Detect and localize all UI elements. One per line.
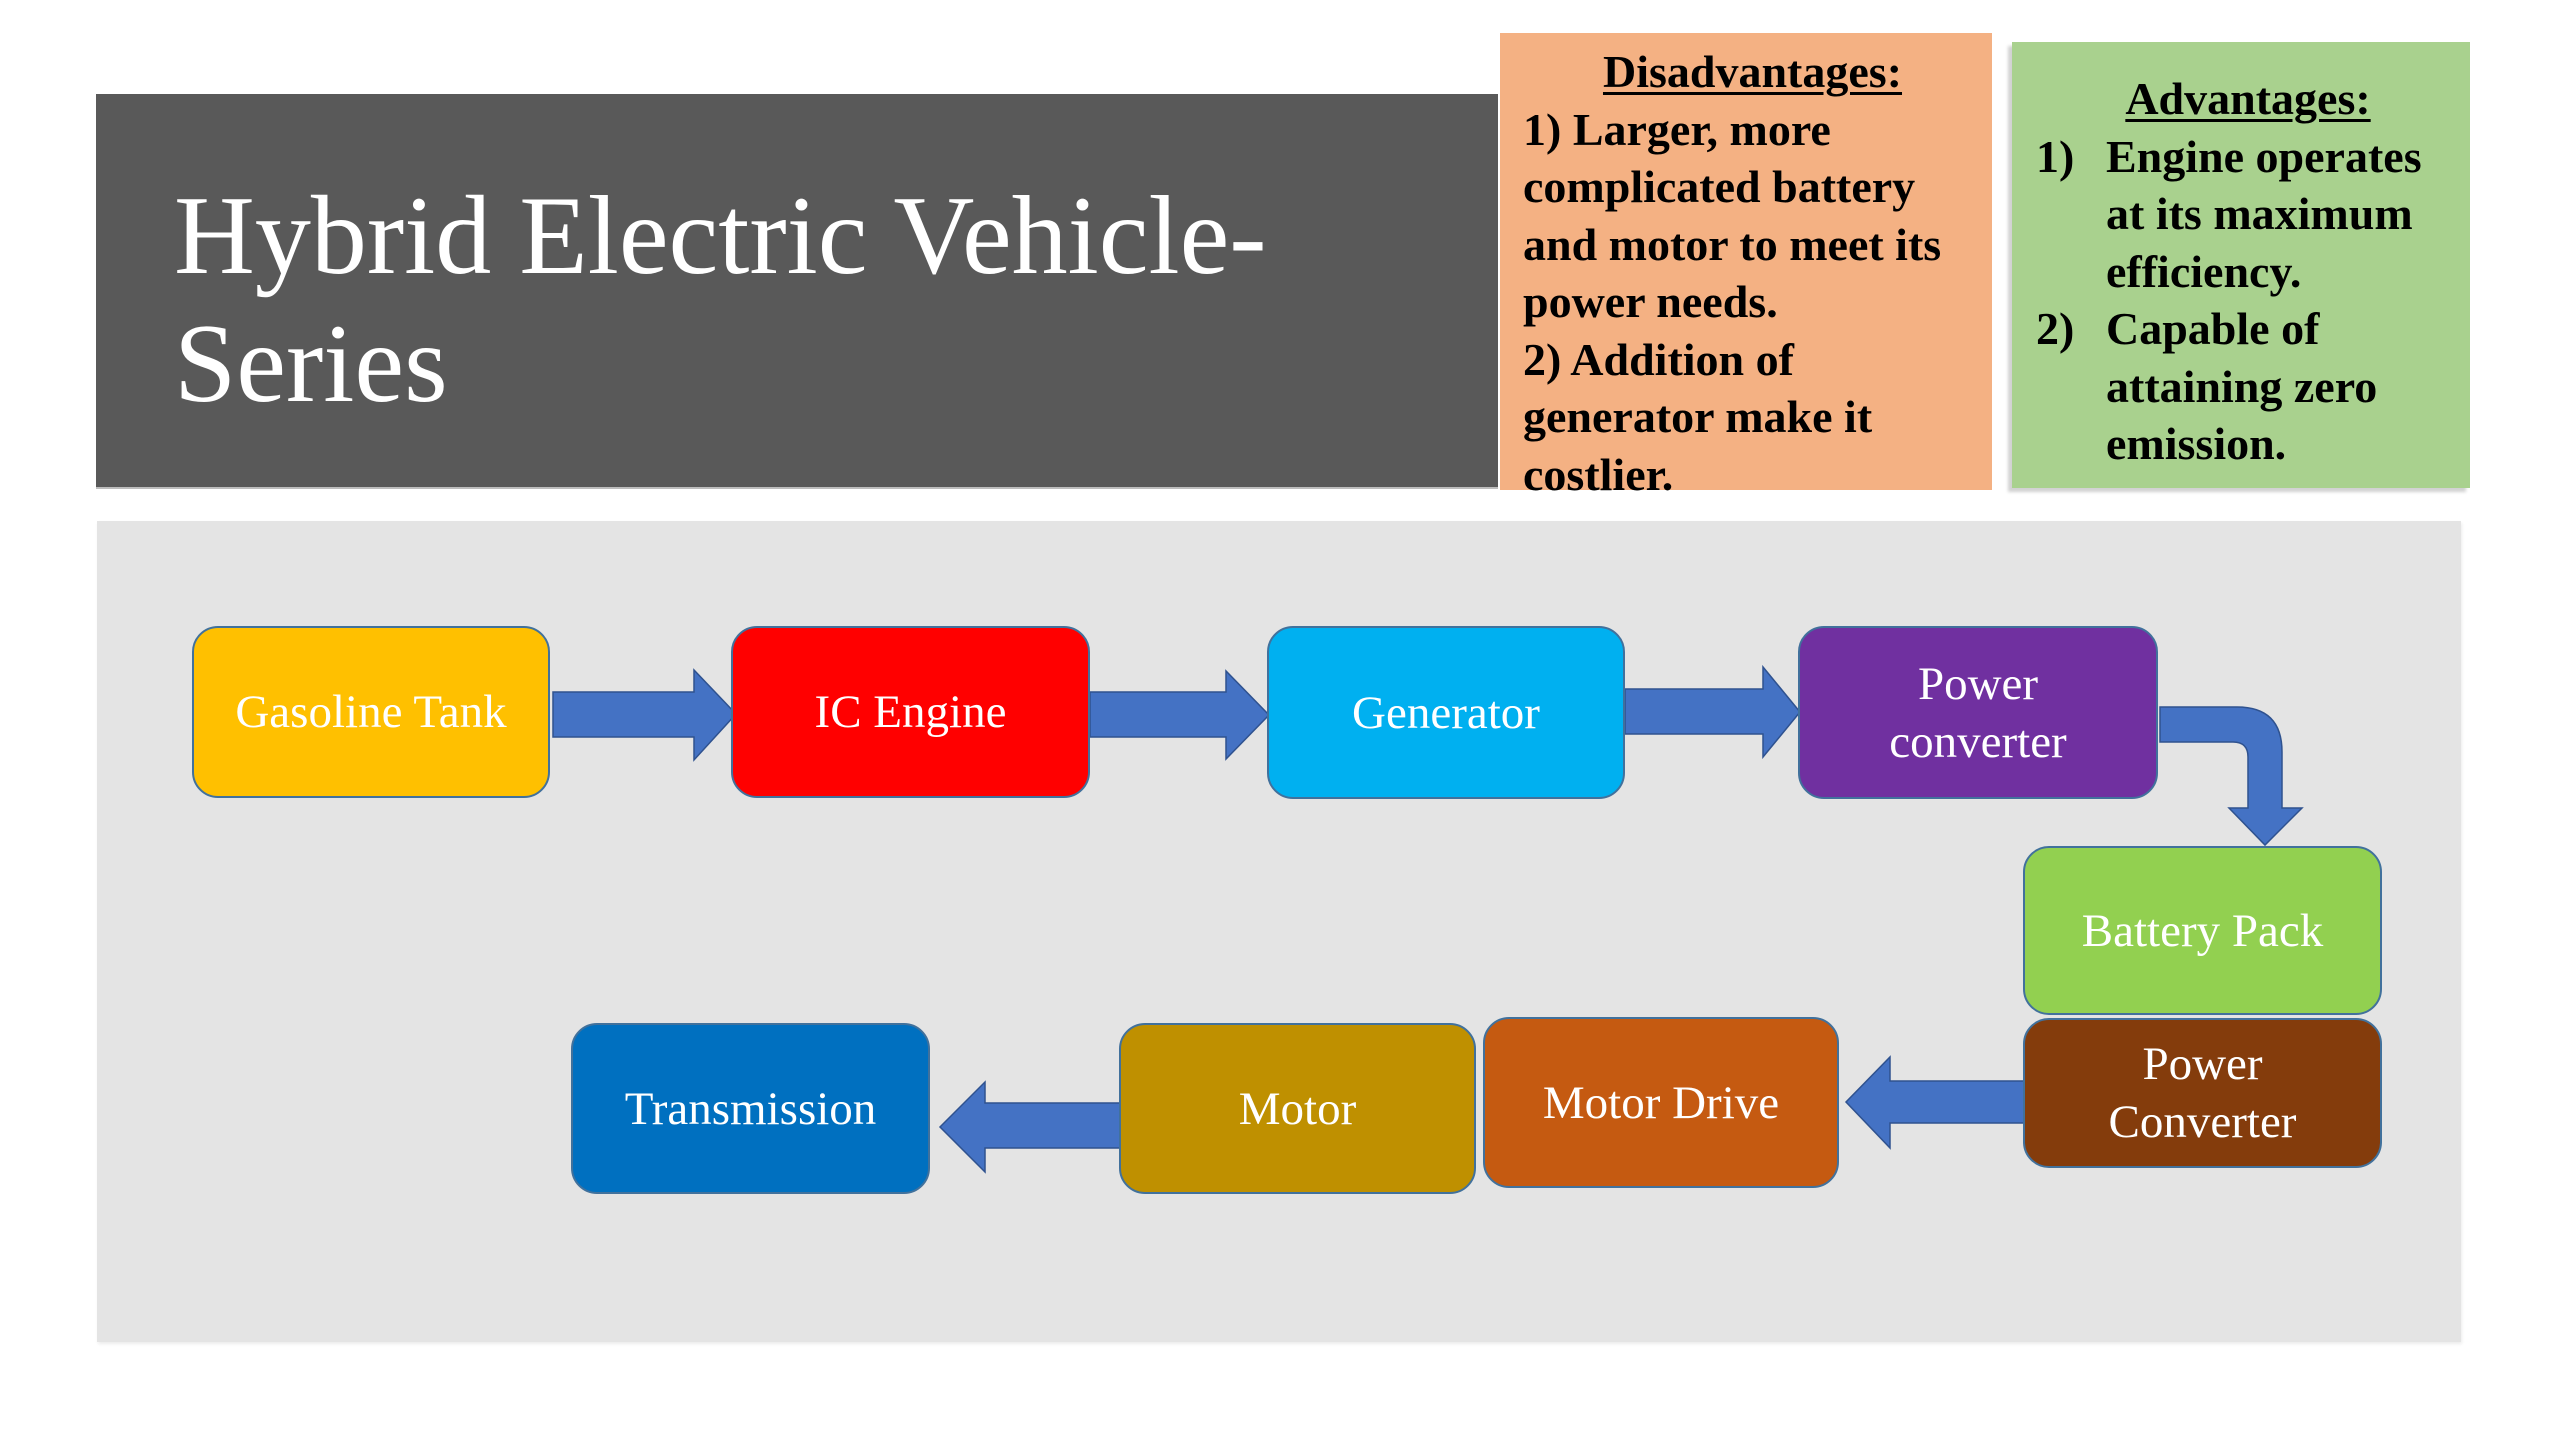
title-banner: Hybrid Electric Vehicle- Series (96, 94, 1498, 489)
node-label: Power Converter (2108, 1038, 2297, 1148)
node-label: Motor (1238, 1082, 1357, 1135)
node-power-converter-2: Power Converter (2023, 1018, 2382, 1168)
arrow-left-icon (938, 1080, 1122, 1174)
node-generator: Generator (1267, 626, 1625, 799)
node-label: Gasoline Tank (235, 686, 507, 738)
arrow-right-icon (1089, 669, 1271, 761)
disadvantage-item: 2) Addition of generator make it costlie… (1523, 333, 1873, 500)
node-label: IC Engine (814, 686, 1007, 738)
node-battery-pack: Battery Pack (2023, 846, 2382, 1015)
node-transmission: Transmission (571, 1023, 930, 1194)
node-motor: Motor (1119, 1023, 1476, 1194)
node-motor-drive: Motor Drive (1483, 1017, 1839, 1188)
disadvantages-box: Disadvantages: 1) Larger, more complicat… (1500, 33, 1992, 500)
disadvantages-heading: Disadvantages: (1602, 46, 1903, 97)
node-ic-engine: IC Engine (731, 626, 1090, 798)
node-label: Battery Pack (2081, 904, 2324, 957)
advantage-text: Capable of attaining zero emission. (2106, 303, 2378, 469)
advantages-heading: Advantages: (2125, 73, 2371, 124)
node-label: Motor Drive (1542, 1076, 1780, 1129)
node-power-converter-1: Power converter (1798, 626, 2158, 799)
arrow-right-icon (552, 668, 738, 762)
advantage-item: 1) Engine operates at its maximum effici… (2036, 128, 2460, 301)
arrow-left-icon (1844, 1055, 2026, 1150)
advantage-item: 2) Capable of attaining zero emission. (2036, 300, 2460, 473)
node-label: Power converter (1889, 657, 2067, 768)
slide-title: Hybrid Electric Vehicle- Series (174, 174, 1267, 426)
node-label: Generator (1352, 686, 1540, 739)
node-label: Transmission (624, 1082, 877, 1135)
advantage-number: 2) (2036, 303, 2075, 354)
advantage-text: Engine operates at its maximum efficienc… (2106, 130, 2422, 297)
disadvantage-item: 1) Larger, more complicated battery and … (1523, 103, 1942, 328)
bent-arrow-down-icon (2159, 706, 2304, 847)
node-gasoline-tank: Gasoline Tank (192, 626, 550, 798)
arrow-right-icon (1624, 664, 1801, 760)
advantages-box: Advantages: 1) Engine operates at its ma… (2012, 42, 2470, 488)
advantage-number: 1) (2036, 130, 2075, 182)
